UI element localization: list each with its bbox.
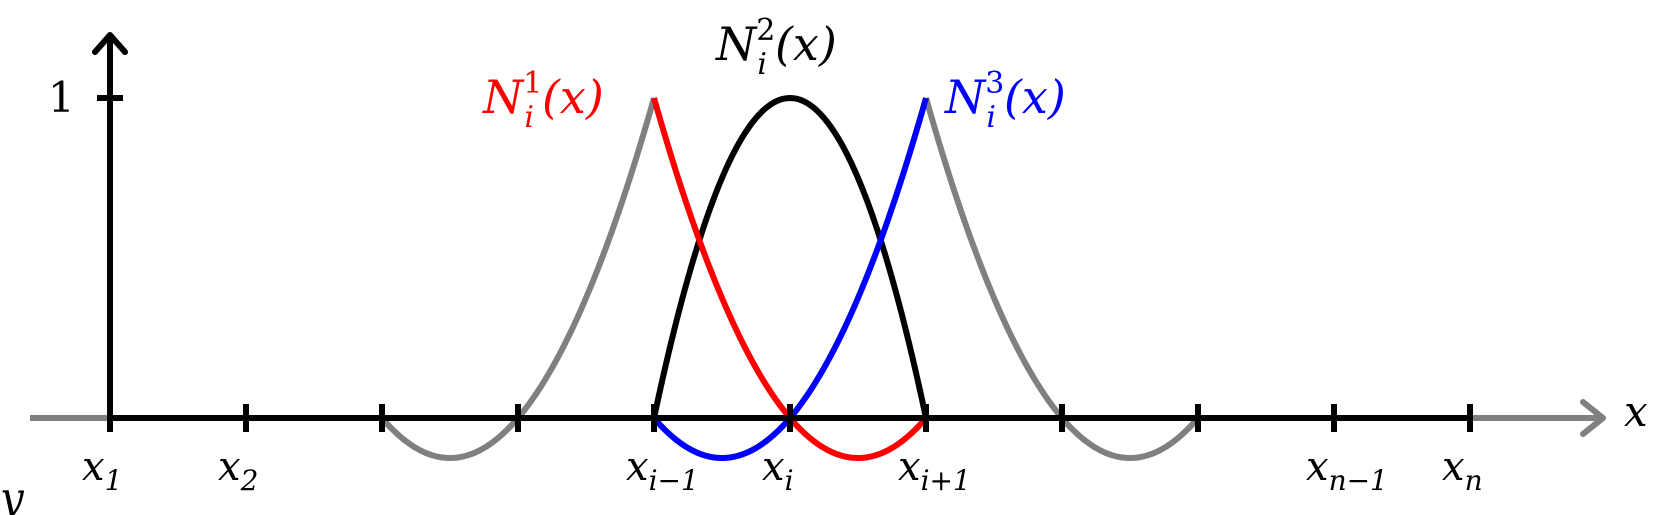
node-label-base: x: [82, 444, 105, 490]
label-subscript: i: [524, 100, 534, 135]
node-label-7: xi+1: [898, 444, 971, 497]
x-axis-label: x: [1624, 387, 1648, 436]
label-superscript: 1: [523, 66, 542, 101]
node-label-6: xi: [762, 444, 794, 497]
node-label-subscript: i: [785, 464, 794, 497]
label-superscript: 2: [756, 13, 775, 48]
node-label-subscript: 1: [105, 464, 123, 497]
node-label-subscript: i+1: [921, 464, 971, 497]
x-axis-arrowhead: [1580, 399, 1606, 437]
node-label-5: xi−1: [626, 444, 699, 497]
label-argument: (x): [775, 17, 837, 71]
label-base: N: [944, 70, 987, 124]
label-superscript: 3: [985, 66, 1004, 101]
node-label-2: x2: [218, 444, 258, 497]
node-ticks: [107, 404, 1473, 432]
y-axis-label: y: [0, 473, 25, 515]
node-label-base: x: [762, 444, 785, 490]
node-label-base: x: [1442, 444, 1465, 490]
node-label-10: xn−1: [1306, 444, 1388, 497]
node-label-subscript: 2: [240, 464, 259, 497]
label-base: N: [482, 70, 525, 124]
axes: [30, 32, 1606, 437]
label-argument: (x): [1004, 70, 1066, 124]
node-label-base: x: [1306, 444, 1329, 490]
node-label-base: x: [626, 444, 649, 490]
y-axis-arrowhead: [92, 32, 128, 55]
label-base: N: [715, 17, 758, 71]
node-label-base: x: [898, 444, 921, 490]
node-label-subscript: i−1: [649, 464, 699, 497]
node-label-subscript: n: [1465, 464, 1483, 497]
node-label-11: xn: [1442, 444, 1483, 497]
node-label-1: x1: [82, 444, 122, 497]
label-subscript: i: [757, 47, 767, 82]
label-subscript: i: [986, 100, 996, 135]
node-label-base: x: [218, 444, 241, 490]
shape-function-curve-2: [651, 95, 929, 419]
label-argument: (x): [542, 70, 604, 124]
y-tick-label: 1: [48, 73, 75, 122]
node-label-subscript: n−1: [1329, 464, 1388, 497]
